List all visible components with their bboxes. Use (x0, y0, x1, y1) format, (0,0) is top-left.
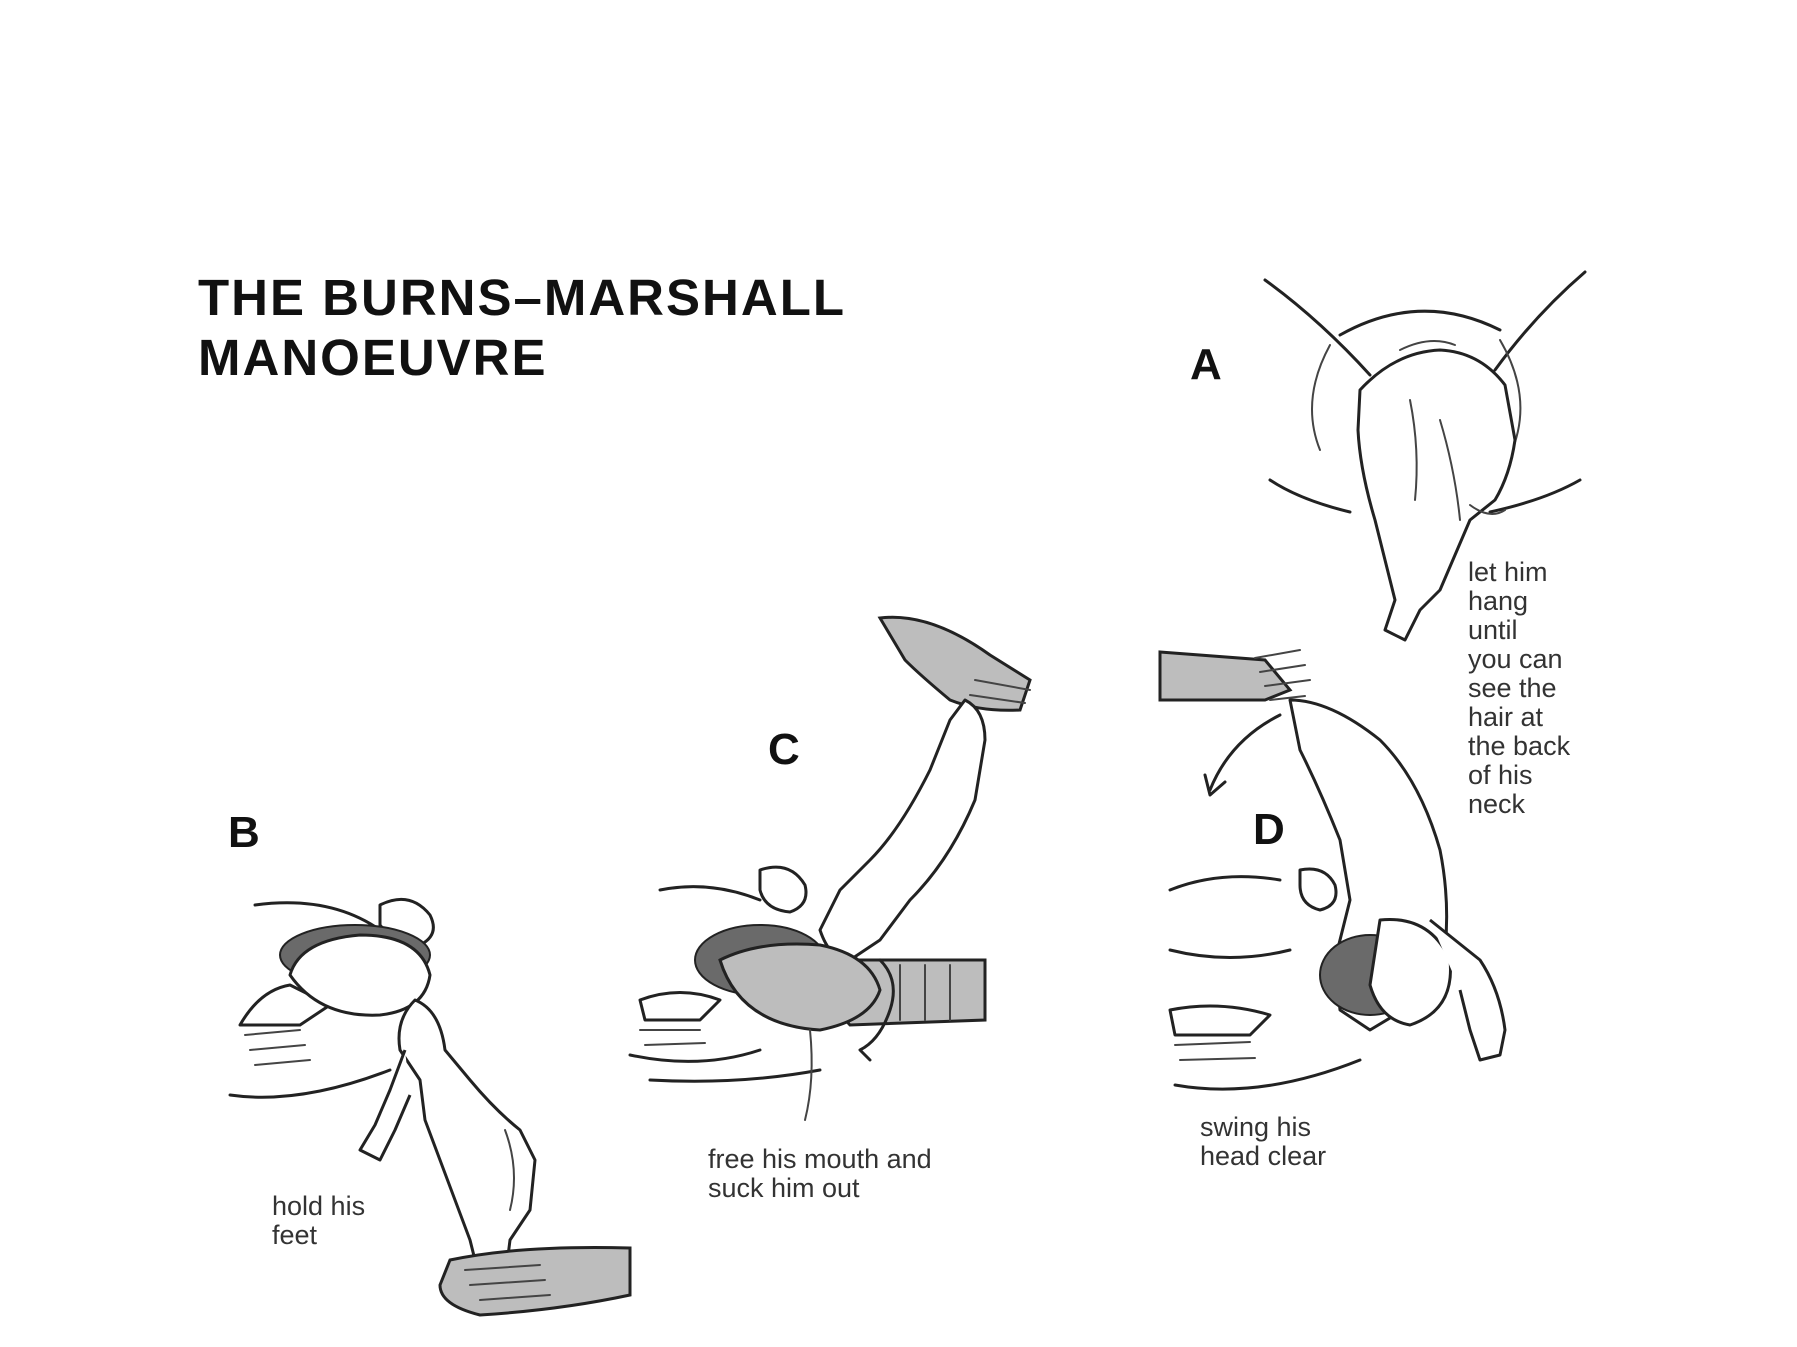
caption-line: free his mouth and (708, 1144, 932, 1174)
caption-line: feet (272, 1220, 318, 1250)
panel-a-caption: let him hang until you can see the hair … (1468, 558, 1570, 819)
caption-line: you can (1468, 644, 1563, 674)
caption-line: let him (1468, 557, 1548, 587)
page-title: THE BURNS–MARSHALL MANOEUVRE (198, 268, 846, 388)
panel-c-illustration (628, 615, 1032, 1121)
caption-line: hang (1468, 586, 1529, 616)
panel-c-label: C (768, 725, 800, 774)
caption-line: see the (1468, 673, 1557, 703)
caption-line: suck him out (708, 1173, 860, 1203)
panel-c-caption: free his mouth and suck him out (708, 1145, 932, 1203)
panel-b-illustration (228, 897, 632, 1317)
panel-a-illustration (1263, 270, 1587, 642)
caption-line: head clear (1200, 1141, 1327, 1171)
panel-b-caption: hold his feet (272, 1192, 365, 1250)
title-line-1: THE BURNS–MARSHALL (198, 269, 846, 326)
caption-line: neck (1468, 789, 1526, 819)
title-line-2: MANOEUVRE (198, 329, 548, 386)
panel-d-caption: swing his head clear (1200, 1113, 1326, 1171)
panel-d-illustration (1158, 649, 1507, 1091)
panel-a-label: A (1190, 340, 1222, 389)
caption-line: hair at (1468, 702, 1544, 732)
caption-line: until (1468, 615, 1518, 645)
caption-line: hold his (272, 1191, 366, 1221)
panel-d-label: D (1253, 805, 1285, 854)
caption-line: of his (1468, 760, 1533, 790)
panel-b-label: B (228, 808, 260, 857)
caption-line: the back (1468, 731, 1571, 761)
caption-line: swing his (1200, 1112, 1312, 1142)
